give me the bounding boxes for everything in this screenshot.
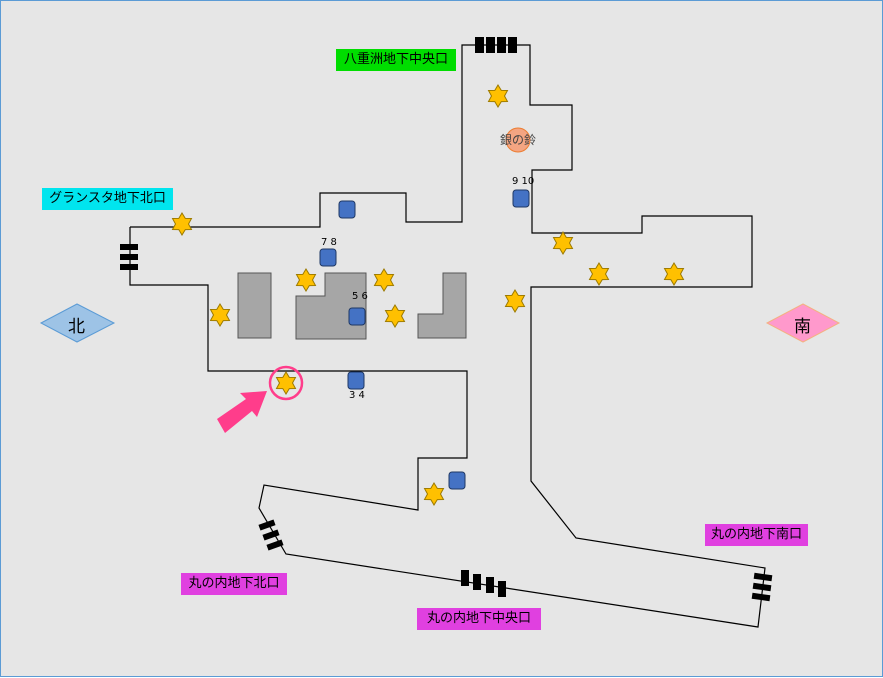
star-marker-icon: [552, 231, 574, 255]
exit-label-marunouchi-south: 丸の内地下南口: [705, 524, 808, 546]
star-marker-icon: [504, 289, 526, 313]
platform-label-56: 5 6: [352, 291, 368, 302]
arrow-icon: [217, 391, 267, 433]
platform-marker-icon: [338, 200, 356, 219]
star-marker-icon: [373, 268, 395, 292]
silver-bell-marker: [505, 127, 531, 153]
gate-icon: [475, 37, 517, 53]
north-label: 北: [68, 317, 85, 337]
platform-label-34: 3 4: [349, 390, 365, 401]
star-marker-icon: [423, 482, 445, 506]
landmark-label: 銀の鈴: [499, 133, 536, 147]
star-marker-icon: [171, 212, 193, 236]
platform-marker-icon: [347, 371, 365, 390]
south-marker: [765, 303, 841, 343]
platform-marker-icon: [319, 248, 337, 267]
star-marker-icon: [209, 303, 231, 327]
building: [295, 272, 367, 340]
building: [237, 272, 272, 339]
platform-marker-icon: [348, 307, 366, 326]
highlight-circle-icon: [268, 365, 304, 401]
star-marker-icon: [295, 268, 317, 292]
star-marker-icon: [588, 262, 610, 286]
gate-icon: [120, 244, 138, 270]
star-marker-icon: [384, 304, 406, 328]
exit-label-marunouchi-north: 丸の内地下北口: [181, 573, 287, 595]
star-marker-icon: [487, 84, 509, 108]
platform-marker-icon: [512, 189, 530, 208]
building: [417, 272, 467, 339]
exit-label-yaesu-central: 八重洲地下中央口: [336, 49, 456, 71]
platform-marker-icon: [448, 471, 466, 490]
platform-label-78: 7 8: [321, 237, 337, 248]
platform-label-910: 9 10: [512, 176, 535, 187]
gate-icon: [751, 572, 773, 602]
north-marker: [39, 303, 116, 343]
gate-icon: [461, 570, 506, 597]
concourse-outline: [129, 44, 766, 628]
exit-label-marunouchi-central: 丸の内地下中央口: [417, 608, 541, 630]
south-label: 南: [794, 317, 811, 337]
star-marker-icon: [663, 262, 685, 286]
exit-label-gransta-north: グランスタ地下北口: [42, 188, 173, 210]
gate-icon: [258, 519, 284, 551]
star-marker-icon: [275, 371, 297, 395]
